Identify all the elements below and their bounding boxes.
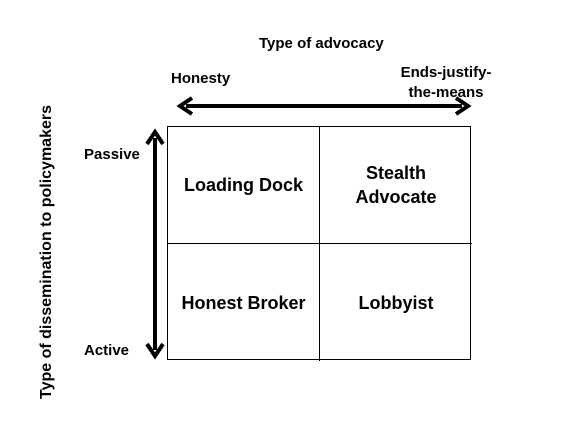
quadrant-bottom-left: Honest Broker [168,244,320,361]
horizontal-axis-right-label: Ends-justify- the-means [400,64,492,101]
quadrant-label: Stealth Advocate [355,163,437,207]
vertical-axis-bottom-label: Active [84,342,130,359]
vertical-double-arrow [145,128,165,360]
quadrant-bottom-right: Lobbyist [320,244,472,361]
horizontal-axis-left-label: Honesty [171,70,231,87]
quadrant-label: Honest Broker [181,292,306,313]
quadrant-label: Lobbyist [358,292,434,313]
quadrant-label: Loading Dock [183,175,303,195]
horizontal-double-arrow [176,96,472,116]
quadrant-top-right: Stealth Advocate [320,127,472,244]
quadrant-grid: Loading Dock Stealth Advocate Honest Bro… [167,126,472,361]
horizontal-axis-title: Type of advocacy [259,35,384,52]
vertical-axis-top-label: Passive [84,146,140,163]
quadrant-top-left: Loading Dock [168,127,320,244]
